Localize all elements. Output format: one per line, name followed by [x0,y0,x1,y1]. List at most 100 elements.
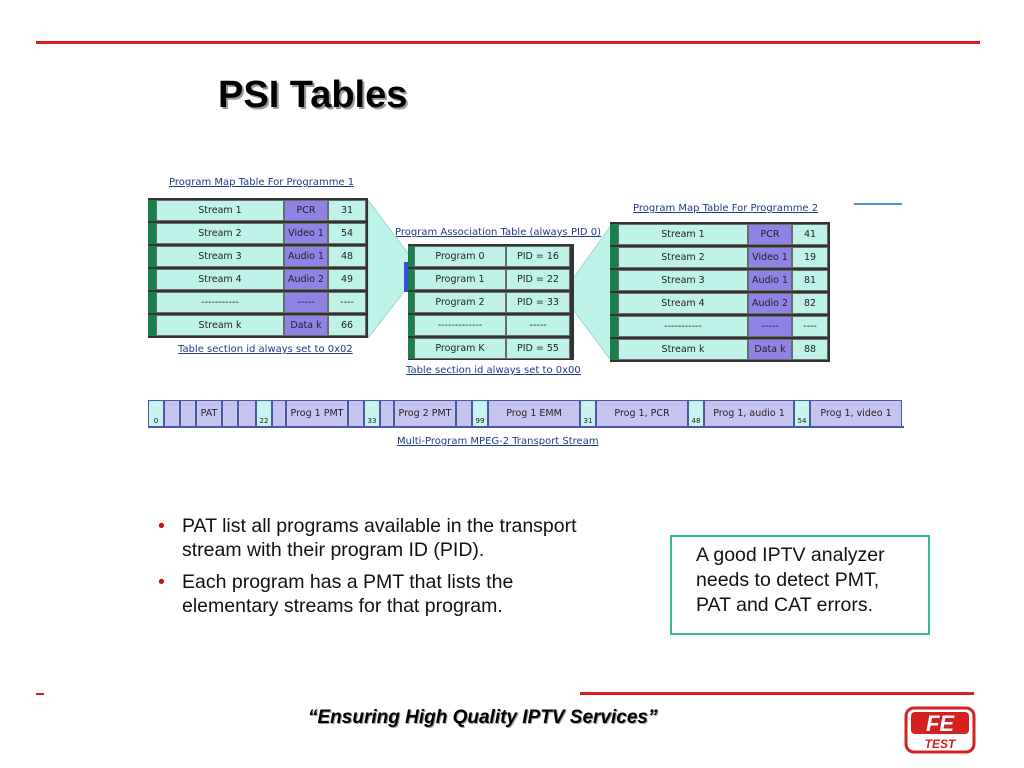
stream-pid: 48 [328,246,366,267]
table-row: Program K PID = 55 [408,338,574,359]
stream-name: Stream 4 [618,293,748,314]
pmt2-title: Program Map Table For Programme 2 [633,203,819,214]
stream-name: Stream 2 [156,223,284,244]
ts-packet-pat-c [222,400,238,427]
pmt2-connector [572,224,612,363]
stream-name: Stream k [156,315,284,336]
ts-label-prog2-pmt: Prog 2 PMT [394,400,456,427]
pmt2-table: Stream 1 PCR 41 Stream 2 Video 1 19 Stre… [610,222,830,362]
stream-type: PCR [284,200,328,221]
stray-blue-line [854,203,902,205]
ts-label-pat: PAT [196,400,222,427]
list-item: • PAT list all programs available in the… [158,514,578,562]
ts-pid-31: 31 [580,400,596,427]
table-row: Stream 3 Audio 1 81 [610,270,830,291]
ts-packet-pat-b [180,400,196,427]
table-row: Program 1 PID = 22 [408,269,574,290]
ts-packet-pmt2-a [380,400,394,427]
stream-type: Video 1 [284,223,328,244]
stream-name: Stream 2 [618,247,748,268]
stream-type: PCR [748,224,792,245]
ts-label-prog1-pcr: Prog 1, PCR [596,400,688,427]
stream-type: Audio 2 [284,269,328,290]
pat-caption: Table section id always set to 0x00 [406,365,581,376]
table-row: Stream 2 Video 1 54 [148,223,368,244]
ts-packet-pmt1-a [272,400,286,427]
stream-name: ----------- [618,316,748,337]
ts-pid-48: 48 [688,400,704,427]
ts-label-prog1-video1: Prog 1, video 1 [810,400,902,427]
stream-type: Audio 2 [748,293,792,314]
table-row: Stream 3 Audio 1 48 [148,246,368,267]
ts-packet-pat-a [164,400,180,427]
table-row: ----------- ----- ---- [610,316,830,337]
program-pid: PID = 22 [506,269,570,290]
note-box: A good IPTV analyzer needs to detect PMT… [670,535,930,635]
bullet-marker: • [158,571,165,593]
table-row: Stream 1 PCR 31 [148,200,368,221]
stream-type: ----- [748,316,792,337]
ts-packet-pmt2-b [456,400,472,427]
stream-type: Data k [284,315,328,336]
stream-pid: 19 [792,247,828,268]
stream-name: Stream 1 [156,200,284,221]
stream-pid: 82 [792,293,828,314]
pmt1-table: Stream 1 PCR 31 Stream 2 Video 1 54 Stre… [148,198,368,338]
bullet-marker: • [158,515,165,537]
ts-packet-pat-d [238,400,256,427]
ts-pid-33: 33 [364,400,380,427]
program-name: Program K [414,338,506,359]
bullet-text: PAT list all programs available in the t… [182,515,577,561]
header-rule [36,41,980,44]
pmt1-title: Program Map Table For Programme 1 [169,177,355,188]
stream-type: Video 1 [748,247,792,268]
stream-pid: 88 [792,339,828,360]
table-row: ------------- ----- [408,315,574,336]
stream-pid: ---- [792,316,828,337]
program-name: Program 0 [414,246,506,267]
ts-pid-54: 54 [794,400,810,427]
stream-pid: 31 [328,200,366,221]
ts-packet-pmt1-b [348,400,364,427]
stream-name: ----------- [156,292,284,313]
stream-pid: 54 [328,223,366,244]
ts-label-prog1-audio1: Prog 1, audio 1 [704,400,794,427]
stream-pid: 81 [792,270,828,291]
stream-pid: 49 [328,269,366,290]
stream-type: Data k [748,339,792,360]
table-row: Program 2 PID = 33 [408,292,574,313]
program-pid: ----- [506,315,570,336]
table-row: Stream 4 Audio 2 82 [610,293,830,314]
pat-title: Program Association Table (always PID 0) [395,227,602,238]
footer-rule-left [36,693,44,695]
ts-pid-99: 99 [472,400,488,427]
stream-pid: 41 [792,224,828,245]
ts-label-prog1-emm: Prog 1 EMM [488,400,580,427]
page-title: PSI Tables [218,74,408,116]
table-row: ----------- ----- ---- [148,292,368,313]
pmt1-connector [368,200,410,339]
ts-label-prog1-pmt: Prog 1 PMT [286,400,348,427]
list-item: • Each program has a PMT that lists the … [158,570,578,618]
ts-baseline [148,426,904,428]
bullet-text: Each program has a PMT that lists the el… [182,571,514,617]
stream-name: Stream 4 [156,269,284,290]
pat-table: Program 0 PID = 16 Program 1 PID = 22 Pr… [408,244,574,360]
ts-pid-0: 0 [148,400,164,427]
logo-text-top: FE [926,711,955,736]
table-row: Stream k Data k 88 [610,339,830,360]
program-pid: PID = 55 [506,338,570,359]
pmt1-caption: Table section id always set to 0x02 [178,344,353,355]
table-row: Stream 4 Audio 2 49 [148,269,368,290]
ts-pid-22: 22 [256,400,272,427]
fetest-logo-icon: FE TEST [904,706,976,754]
table-row: Program 0 PID = 16 [408,246,574,267]
program-name: ------------- [414,315,506,336]
table-row: Stream 1 PCR 41 [610,224,830,245]
footer-slogan: “Ensuring High Quality IPTV Services” [308,707,658,728]
stream-pid: 66 [328,315,366,336]
program-pid: PID = 16 [506,246,570,267]
footer-rule-right [580,692,974,695]
stream-pid: ---- [328,292,366,313]
stream-name: Stream k [618,339,748,360]
